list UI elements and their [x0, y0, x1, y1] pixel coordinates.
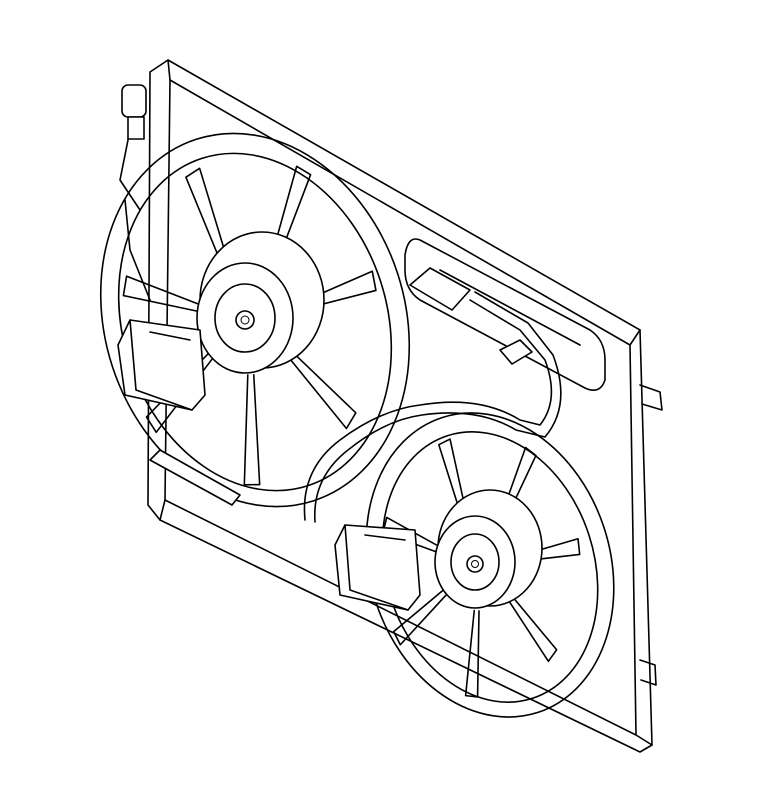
control-modules — [117, 319, 421, 611]
lower-fan-hub-nut — [466, 555, 484, 573]
fan-blade — [438, 438, 469, 524]
fan-blade — [464, 609, 480, 698]
fan-blade — [506, 593, 558, 663]
top-connector — [121, 84, 147, 118]
fan-blade — [286, 350, 357, 430]
fan-blade — [296, 270, 377, 311]
fan-blade — [185, 167, 232, 274]
fan-blade — [392, 587, 449, 646]
fan-blade — [267, 165, 312, 273]
fan-blade — [518, 537, 581, 563]
connectors — [121, 84, 533, 365]
fan-blade — [497, 446, 537, 528]
fan-blade — [122, 275, 203, 313]
side-connector — [409, 267, 471, 311]
resistor-bar — [149, 449, 241, 506]
fan-blade — [243, 374, 261, 486]
upper-fan-hub-nut — [235, 310, 255, 330]
upper-fan-ring-outer — [99, 132, 411, 508]
